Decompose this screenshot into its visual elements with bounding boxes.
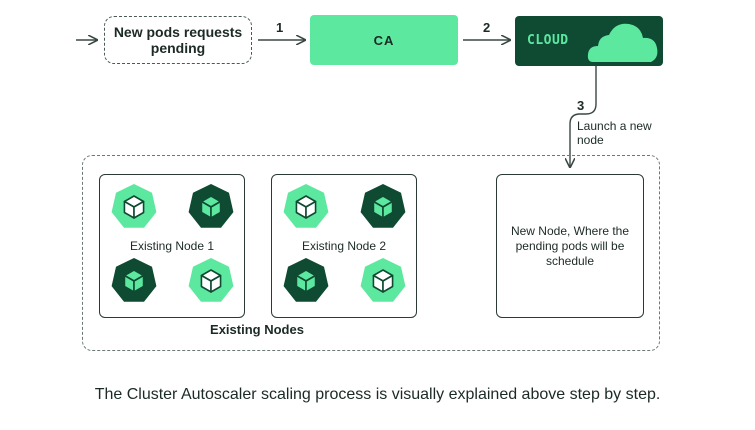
cloud-box: CLOUD <box>515 16 663 66</box>
pod-cube-icon <box>188 184 234 228</box>
pending-pods-label: New pods requests pending <box>113 24 243 56</box>
step-2-number: 2 <box>483 20 491 35</box>
cluster-autoscaler-box: CA <box>310 15 458 65</box>
pod-cube-icon <box>188 258 234 302</box>
step-3-number: 3 <box>577 98 585 113</box>
existing-nodes-label: Existing Nodes <box>210 322 304 337</box>
pending-pods-box: New pods requests pending <box>104 16 252 64</box>
pod-cube-icon <box>360 258 406 302</box>
ca-label: CA <box>373 32 395 48</box>
existing-node-2-label: Existing Node 2 <box>301 239 387 253</box>
step-1-number: 1 <box>276 20 284 35</box>
pod-cube-icon <box>111 184 157 228</box>
pod-cube-icon <box>360 184 406 228</box>
cloud-icon <box>587 23 658 62</box>
caption: The Cluster Autoscaler scaling process i… <box>94 386 661 403</box>
launch-node-label: Launch a new node <box>577 119 652 147</box>
existing-node-1-label: Existing Node 1 <box>129 239 215 253</box>
pod-cube-icon <box>283 258 329 302</box>
pod-cube-icon <box>283 184 329 228</box>
existing-nodes-group <box>82 155 660 351</box>
pod-cube-icon <box>111 258 157 302</box>
arrow-step-3 <box>570 66 597 167</box>
new-node-label: New Node, Where the pending pods will be… <box>510 223 630 268</box>
new-node-box: New Node, Where the pending pods will be… <box>496 174 644 318</box>
cloud-label: CLOUD <box>527 33 569 48</box>
